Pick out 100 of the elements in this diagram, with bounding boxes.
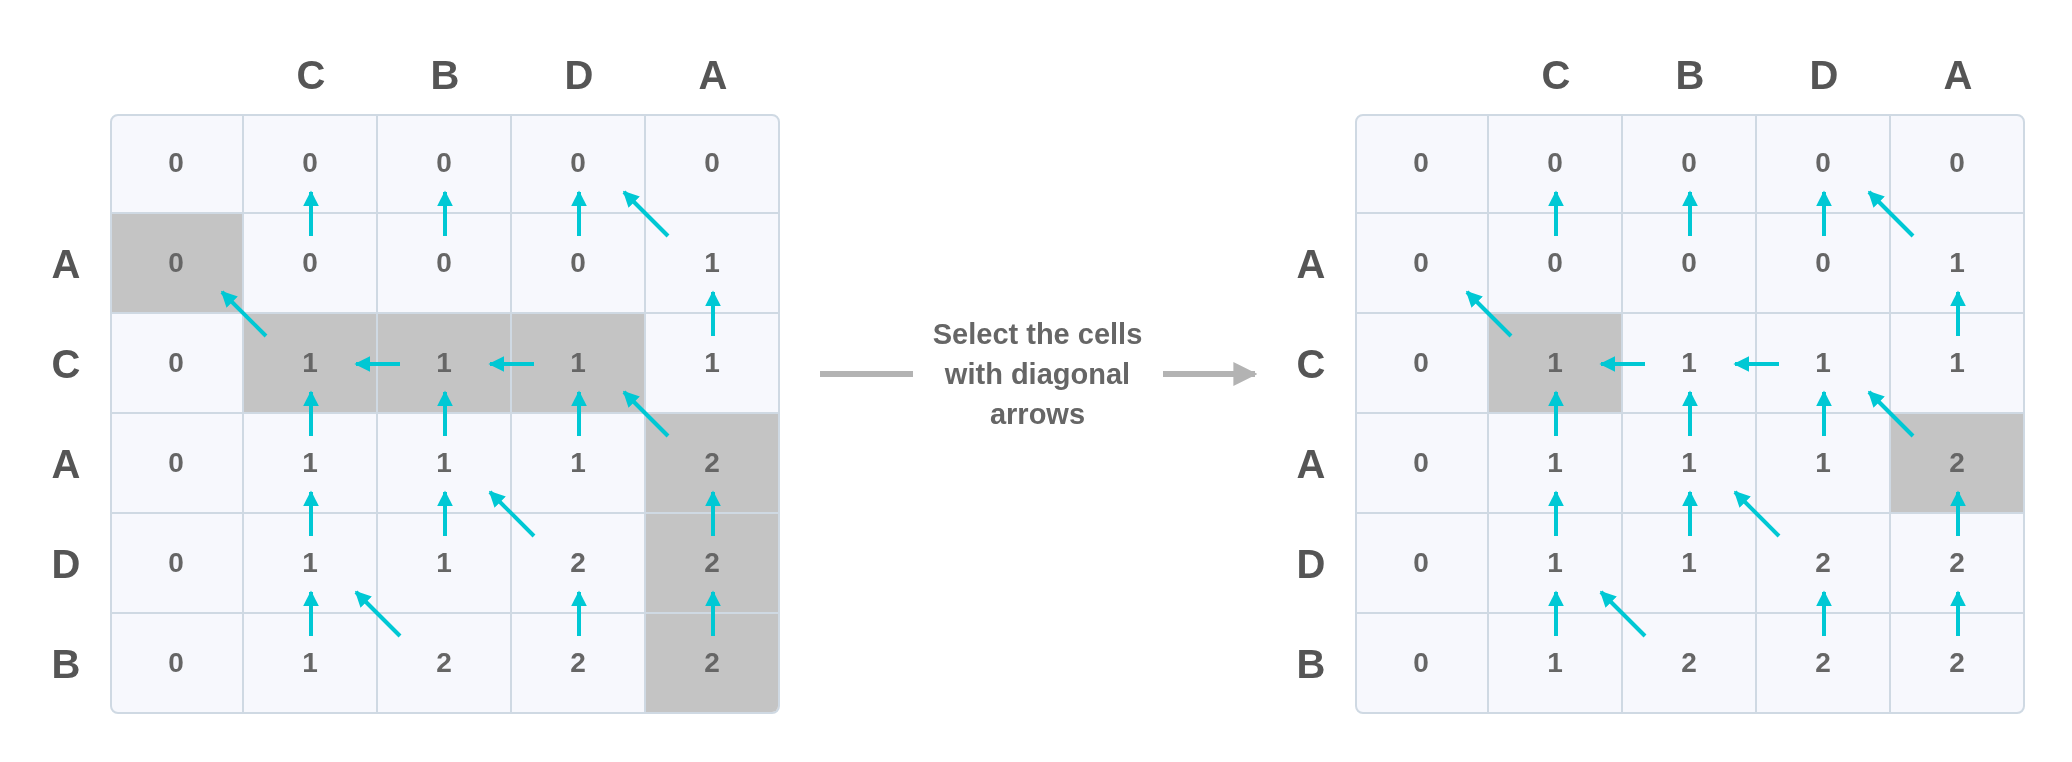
arrow [437, 190, 453, 236]
table-cell: 2 [646, 414, 778, 514]
row-header: D [1295, 541, 1327, 588]
arrow [571, 190, 587, 236]
table-cell: 0 [378, 116, 512, 214]
table-cell: 0 [1489, 116, 1623, 214]
arrow [354, 356, 400, 372]
column-header: D [563, 52, 595, 99]
table-cell: 2 [646, 514, 778, 614]
table-cell: 2 [646, 614, 778, 712]
table-cell: 0 [1357, 214, 1489, 314]
table-cell: 2 [1891, 514, 2023, 614]
table-cell: 1 [244, 514, 378, 614]
table-cell: 0 [1357, 414, 1489, 514]
arrow [1682, 490, 1698, 536]
column-header: C [295, 52, 327, 99]
column-header: A [1942, 52, 1974, 99]
table-cell: 1 [244, 414, 378, 514]
arrow [1733, 490, 1781, 538]
arrow [220, 290, 268, 338]
table-cell: 0 [112, 614, 244, 712]
row-header: D [50, 541, 82, 588]
table-cell: 2 [1757, 514, 1891, 614]
arrow [571, 590, 587, 636]
arrow [488, 356, 534, 372]
column-header: C [1540, 52, 1572, 99]
arrow [1599, 356, 1645, 372]
table-cell: 0 [244, 116, 378, 214]
arrow [1816, 590, 1832, 636]
table-cell: 2 [378, 614, 512, 712]
arrow [1599, 590, 1647, 638]
row-header: A [1295, 241, 1327, 288]
arrow [705, 290, 721, 336]
table-cell: 2 [1623, 614, 1757, 712]
table-cell: 0 [1757, 116, 1891, 214]
row-header: C [1295, 341, 1327, 388]
arrow [1950, 290, 1966, 336]
row-header: A [50, 441, 82, 488]
table-cell: 0 [512, 116, 646, 214]
arrow [303, 190, 319, 236]
table-cell: 1 [1623, 314, 1757, 414]
column-header: A [697, 52, 729, 99]
arrow [1682, 390, 1698, 436]
table-cell: 1 [1623, 414, 1757, 514]
table-cell: 1 [512, 314, 646, 414]
row-header: A [50, 241, 82, 288]
column-header: B [429, 52, 461, 99]
table-cell: 0 [1357, 514, 1489, 614]
row-header: B [1295, 641, 1327, 688]
row-header: A [1295, 441, 1327, 488]
dp-table [1355, 114, 2025, 714]
arrow [1548, 190, 1564, 236]
arrow [488, 490, 536, 538]
table-cell: 0 [1357, 614, 1489, 712]
arrow [354, 590, 402, 638]
table-cell: 0 [1623, 116, 1757, 214]
arrow [1548, 390, 1564, 436]
table-cell: 0 [112, 514, 244, 614]
arrow [303, 490, 319, 536]
table-cell: 1 [1757, 314, 1891, 414]
table-cell: 2 [1891, 614, 2023, 712]
table-cell: 2 [1757, 614, 1891, 712]
dp-table [110, 114, 780, 714]
table-cell: 1 [1623, 514, 1757, 614]
column-header: B [1674, 52, 1706, 99]
arrow [1950, 590, 1966, 636]
arrow [705, 490, 721, 536]
arrow [571, 390, 587, 436]
table-cell: 1 [1489, 614, 1623, 712]
arrow [622, 390, 670, 438]
arrow [1816, 190, 1832, 236]
table-cell: 1 [1489, 314, 1623, 414]
table-cell: 0 [1891, 116, 2023, 214]
arrow [303, 390, 319, 436]
table-cell: 0 [646, 116, 778, 214]
arrow [1867, 390, 1915, 438]
table-cell: 2 [1891, 414, 2023, 514]
arrow [622, 190, 670, 238]
arrow [437, 490, 453, 536]
table-cell: 1 [244, 614, 378, 712]
table-cell: 0 [1757, 214, 1891, 314]
table-cell: 1 [1489, 514, 1623, 614]
arrow [1465, 290, 1513, 338]
row-header: B [50, 641, 82, 688]
arrow [1733, 356, 1779, 372]
table-cell: 1 [244, 314, 378, 414]
table-cell: 0 [112, 414, 244, 514]
table-cell: 1 [646, 214, 778, 314]
arrow [705, 590, 721, 636]
row-header: C [50, 341, 82, 388]
table-cell: 1 [1489, 414, 1623, 514]
arrow [1867, 190, 1915, 238]
arrow [1816, 390, 1832, 436]
table-cell: 1 [378, 514, 512, 614]
table-cell: 0 [1357, 116, 1489, 214]
arrow [1548, 590, 1564, 636]
arrow [437, 390, 453, 436]
arrow [1548, 490, 1564, 536]
column-header: D [1808, 52, 1840, 99]
table-cell: 0 [112, 214, 244, 314]
